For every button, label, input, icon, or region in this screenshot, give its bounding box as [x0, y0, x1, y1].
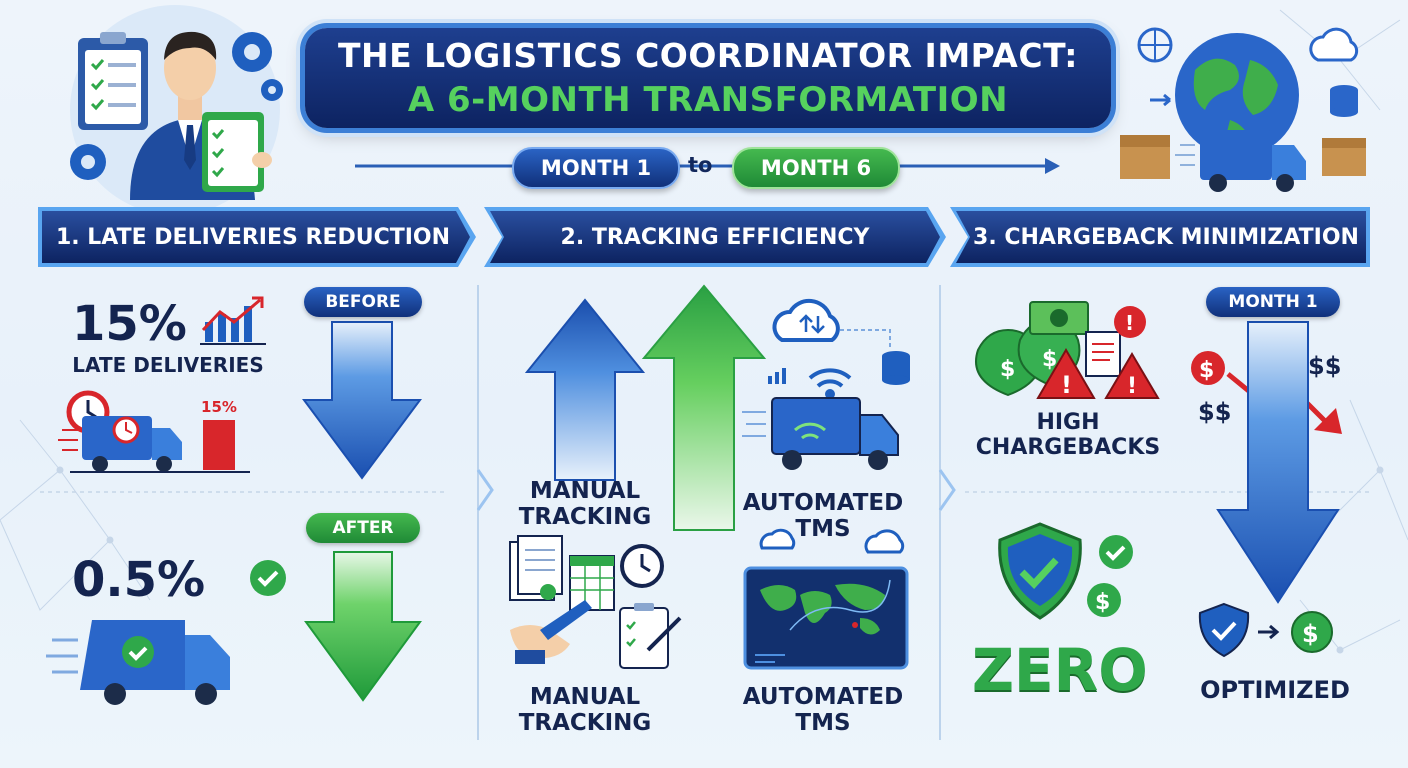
high-chargebacks-label: HIGH CHARGEBACKS [975, 410, 1161, 460]
title-line-1: THE LOGISTICS COORDINATOR IMPACT: [338, 36, 1078, 75]
check-icon [1099, 535, 1133, 569]
automated-tms-label: AUTOMATED TMS [742, 490, 904, 542]
automated-tms-caption: AUTOMATED TMS [742, 684, 904, 736]
optimized-label: OPTIMIZED [1200, 676, 1350, 704]
title-banner [305, 28, 1111, 128]
warning-icon: ! ! ! [1036, 306, 1160, 399]
timeline-connector: to [688, 153, 713, 177]
invoice-icon [1085, 331, 1121, 377]
timeline-arrow [355, 158, 1060, 174]
late-trend-icon [200, 296, 266, 345]
signal-bars-icon [768, 368, 786, 384]
title-line-2: A 6-MONTH TRANSFORMATION [407, 80, 1009, 120]
cash-icon [1029, 301, 1089, 335]
smart-truck-icon [742, 397, 899, 470]
manual-tracking-caption: MANUAL TRACKING [518, 684, 652, 736]
truck-icon [1200, 130, 1306, 192]
before-value: 15% [72, 296, 187, 352]
clipboard-icon [619, 603, 682, 669]
zero-label: ZERO [972, 636, 1148, 704]
checklist-icon [90, 59, 105, 111]
svg-text:$: $ [1302, 620, 1319, 648]
optimized-icon: $ [1198, 602, 1333, 658]
shield-check-icon [998, 522, 1082, 620]
section-2-title: 2. TRACKING EFFICIENCY [560, 225, 870, 250]
on-time-truck-icon [46, 620, 230, 705]
small-globe-icon [1137, 27, 1173, 63]
box-icon [1120, 135, 1170, 179]
dollar-top-label: $$ [1308, 352, 1342, 380]
section-header-1 [38, 207, 476, 267]
svg-text:!: ! [1125, 311, 1134, 335]
svg-text:$: $ [1042, 347, 1057, 372]
global-logistics-illustration [1120, 27, 1366, 192]
dollar-coin-icon: $ [1087, 583, 1121, 617]
before-arrow [302, 321, 422, 480]
section-1-title: 1. LATE DELIVERIES REDUCTION [55, 225, 451, 250]
manual-up-arrow [524, 298, 646, 481]
manual-tracking-label: MANUAL TRACKING [518, 478, 652, 530]
section-3-title: 3. CHARGEBACK MINIMIZATION [973, 225, 1359, 250]
svg-text:!: ! [1061, 371, 1072, 399]
paperwork-icon [509, 535, 563, 601]
handwriting-icon [510, 600, 592, 664]
database-icon [882, 351, 910, 385]
svg-text:$: $ [1095, 590, 1110, 615]
after-tag: AFTER [306, 513, 420, 543]
section-divider [40, 285, 1370, 740]
svg-text:$: $ [1000, 357, 1015, 382]
world-map-screen [743, 566, 909, 670]
late-bar-label: 15% [201, 398, 237, 416]
after-value: 0.5% [72, 552, 206, 608]
box-icon [1322, 138, 1366, 176]
automated-up-arrow [641, 284, 767, 531]
network-icon [759, 528, 905, 554]
dollar-left-label: $$ [1198, 398, 1232, 426]
check-icon [250, 560, 286, 596]
after-arrow [304, 551, 422, 702]
month-1-tag: MONTH 1 [1206, 287, 1340, 317]
section-header-2 [484, 207, 946, 267]
svg-text:!: ! [1127, 374, 1137, 399]
before-tag: BEFORE [304, 287, 422, 317]
database-icon [1330, 85, 1358, 117]
wifi-icon [808, 368, 852, 399]
before-caption: LATE DELIVERIES [72, 353, 264, 377]
timeline-start-pill: MONTH 1 [512, 147, 680, 189]
spreadsheet-icon [569, 555, 615, 611]
coordinator-illustration [70, 5, 283, 215]
cloud-sync-icon [772, 298, 840, 342]
svg-text:$: $ [1199, 358, 1214, 383]
delayed-truck-icon [58, 416, 182, 472]
cloud-sync-icon [1309, 27, 1359, 62]
chargeback-down-arrow [1216, 321, 1340, 604]
section-header-3 [950, 207, 1370, 267]
timeline-end-pill: MONTH 6 [732, 147, 900, 189]
clock-icon [620, 544, 664, 588]
gear-icon [70, 32, 283, 180]
late-rate-bar [70, 420, 250, 473]
connector-line [840, 329, 891, 350]
